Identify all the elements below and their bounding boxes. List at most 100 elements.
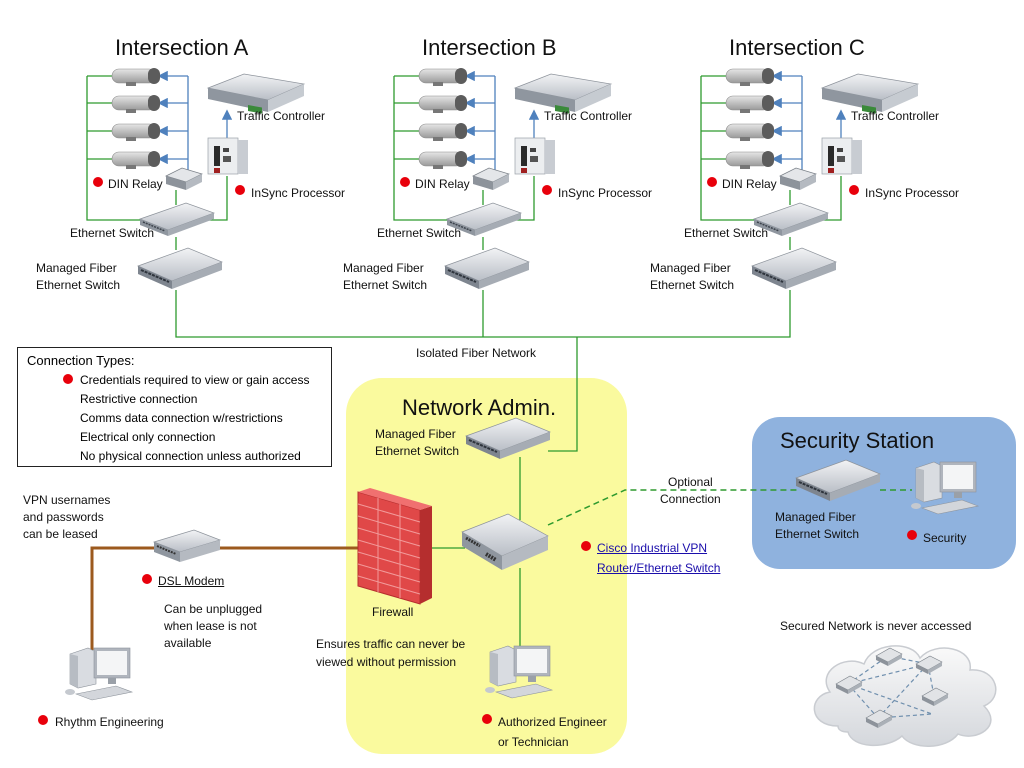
intersections-layer <box>86 67 919 290</box>
cisco-router-link[interactable]: Cisco Industrial VPN <box>597 541 708 555</box>
insync-processor-label: InSync Processor <box>558 186 653 200</box>
engineer-label-2: or Technician <box>498 735 569 749</box>
legend-box: Connection Types: Credentials required t… <box>17 347 332 467</box>
legend-item: Credentials required to view or gain acc… <box>80 373 310 387</box>
managed-switch-label-1: Managed Fiber <box>650 261 731 275</box>
din-relay-icon <box>472 167 510 191</box>
secured-network-cloud <box>813 645 997 747</box>
security-managed-switch <box>795 459 881 502</box>
intersection-title: Intersection A <box>115 35 249 60</box>
din-relay-label: DIN Relay <box>722 177 777 191</box>
security-station-zone <box>752 417 1016 569</box>
rhythm-computer <box>64 647 133 701</box>
rhythm-credential-dot-icon <box>38 715 48 725</box>
intersection-title: Intersection C <box>729 35 865 60</box>
camera-icon <box>725 67 775 87</box>
dsl-credential-dot-icon <box>142 574 152 584</box>
camera-icon <box>418 150 468 170</box>
security-station-title: Security Station <box>780 428 935 453</box>
camera-icon <box>418 67 468 87</box>
security-computer <box>910 461 979 515</box>
managed-switch-label-2: Ethernet Switch <box>36 278 121 292</box>
isolated-network-label: Isolated Fiber Network <box>416 346 537 360</box>
firewall-label: Firewall <box>372 605 414 619</box>
legend-red-dot-icon <box>63 374 73 384</box>
admin-switch-label-2: Ethernet Switch <box>375 444 460 458</box>
network-admin-title: Network Admin. <box>402 395 557 420</box>
camera-icon <box>725 94 775 114</box>
fiber-to-admin <box>548 337 578 452</box>
insync-processor-label: InSync Processor <box>865 186 960 200</box>
intersection-b <box>393 67 612 290</box>
insync-credential-dot-icon <box>235 185 245 195</box>
vpn-note-1: VPN usernames <box>23 493 111 507</box>
insync-credential-dot-icon <box>542 185 552 195</box>
admin-switch-label-1: Managed Fiber <box>375 427 456 441</box>
camera-icon <box>418 94 468 114</box>
managed-switch-label-1: Managed Fiber <box>343 261 424 275</box>
din-relay-icon <box>165 167 203 191</box>
traffic-controller-label: Traffic Controller <box>851 109 940 123</box>
security-computer-label: Security <box>923 531 967 545</box>
unplug-note-1: Can be unplugged <box>164 602 263 616</box>
vpn-note-3: can be leased <box>23 527 98 541</box>
camera-icon <box>111 122 161 142</box>
camera-icon <box>111 94 161 114</box>
din-relay-credential-dot-icon <box>400 177 410 187</box>
engineer-computer <box>484 645 553 699</box>
dsl-modem-label: DSL Modem <box>158 574 225 588</box>
camera-icon <box>418 122 468 142</box>
insync-processor-label: InSync Processor <box>251 186 346 200</box>
restrictive-connection-line <box>90 546 358 650</box>
legend-title: Connection Types: <box>27 353 135 368</box>
intersection-c <box>700 67 919 290</box>
ethernet-switch-label: Ethernet Switch <box>70 226 155 240</box>
traffic-controller-label: Traffic Controller <box>544 109 633 123</box>
firewall-note-1: Ensures traffic can never be <box>316 637 466 651</box>
insync-processor-icon <box>514 137 556 175</box>
legend-item: Electrical only connection <box>80 430 216 444</box>
security-switch-label-1: Managed Fiber <box>775 510 856 524</box>
legend-item: Restrictive connection <box>80 392 198 406</box>
managed-switch-label-2: Ethernet Switch <box>650 278 735 292</box>
unplug-note-2: when lease is not <box>164 619 257 633</box>
vpn-router-icon <box>461 513 549 570</box>
intersection-a <box>86 67 305 290</box>
engineer-label-1: Authorized Engineer <box>498 715 607 729</box>
ethernet-switch-label: Ethernet Switch <box>377 226 462 240</box>
optional-label-2: Connection <box>660 492 721 506</box>
legend-item: No physical connection unless authorized <box>80 449 301 463</box>
optional-label-1: Optional <box>668 475 713 489</box>
unplug-note-3: available <box>164 636 212 650</box>
managed-switch-label-1: Managed Fiber <box>36 261 117 275</box>
din-relay-credential-dot-icon <box>707 177 717 187</box>
firewall-icon <box>357 488 432 605</box>
insync-credential-dot-icon <box>849 185 859 195</box>
managed-switch-icon <box>137 247 223 290</box>
cisco-router-link-2[interactable]: Router/Ethernet Switch <box>597 561 721 575</box>
camera-icon <box>111 67 161 87</box>
firewall-note-2: viewed without permission <box>316 655 457 669</box>
legend-item: Comms data connection w/restrictions <box>80 411 283 425</box>
managed-switch-icon <box>444 247 530 290</box>
intersection-title: Intersection B <box>422 35 557 60</box>
camera-icon <box>725 150 775 170</box>
vpn-note-2: and passwords <box>23 510 104 524</box>
secured-network-label: Secured Network is never accessed <box>780 619 972 633</box>
security-switch-label-2: Ethernet Switch <box>775 527 860 541</box>
din-relay-credential-dot-icon <box>93 177 103 187</box>
din-relay-label: DIN Relay <box>108 177 163 191</box>
managed-switch-icon <box>751 247 837 290</box>
dsl-modem-icon <box>152 529 222 562</box>
security-credential-dot-icon <box>907 530 917 540</box>
camera-icon <box>725 122 775 142</box>
insync-processor-icon <box>207 137 249 175</box>
rhythm-label: Rhythm Engineering <box>55 715 164 729</box>
ethernet-switch-label: Ethernet Switch <box>684 226 769 240</box>
router-credential-dot-icon <box>581 541 591 551</box>
admin-managed-switch <box>465 417 551 460</box>
traffic-controller-label: Traffic Controller <box>237 109 326 123</box>
din-relay-label: DIN Relay <box>415 177 470 191</box>
insync-processor-icon <box>821 137 863 175</box>
